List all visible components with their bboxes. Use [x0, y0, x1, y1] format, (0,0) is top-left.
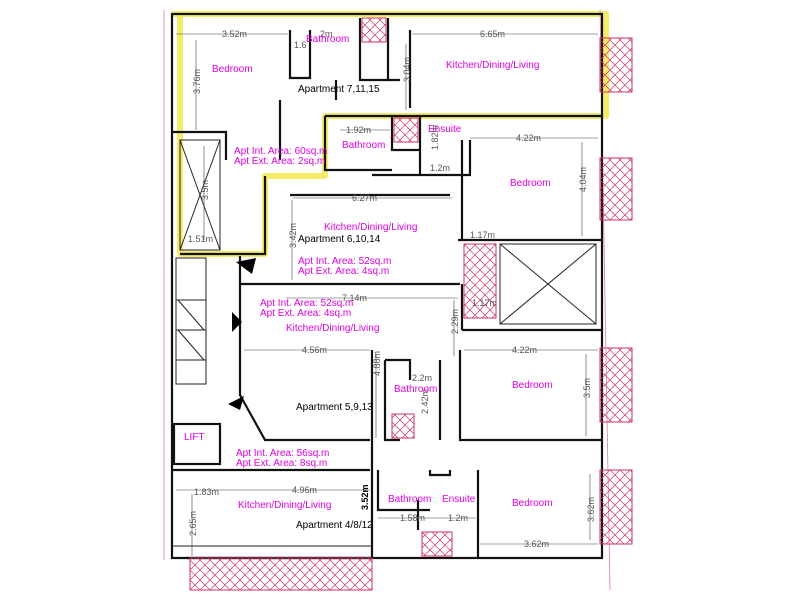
dim-label: 2m	[320, 29, 333, 39]
dim-label: 1.51m	[188, 234, 213, 244]
entrance-markers	[228, 258, 256, 410]
balcony-3	[599, 347, 633, 423]
walls	[170, 12, 604, 560]
dim-label: 1.83m	[194, 487, 219, 497]
apartment-name: Apartment 7,11,15	[298, 84, 380, 95]
room-label-kitchen: Kitchen/Dining/Living	[238, 500, 331, 511]
dim-label: 4.04m	[578, 167, 588, 192]
room-label-bathroom: Bathroom	[394, 384, 437, 395]
dim-label: 3.04m	[402, 57, 412, 82]
room-label-bedroom: Bedroom	[512, 380, 553, 391]
dim-label: 2.42m	[420, 389, 430, 414]
void-shafts	[179, 139, 597, 325]
dim-label: 1.2m	[430, 163, 450, 173]
apt-ext-area: Apt Ext. Area: 4sq.m	[260, 308, 351, 319]
dim-label: 3.52m	[222, 29, 247, 39]
dim-label: 1.2m	[448, 513, 468, 523]
dim-label: 7.14m	[342, 293, 367, 303]
dim-label: 6.65m	[480, 29, 505, 39]
area-labels: Apt Int. Area: 60sq.m Apt Ext. Area: 2sq…	[234, 146, 391, 469]
dimension-labels: 3.52m 1.6 2m 6.65m 3.76m 3.04m 1.92m 4.2…	[188, 29, 596, 549]
apartment-name: Apartment 4/8/12	[296, 520, 373, 531]
entry-marker-2	[232, 312, 242, 332]
apt-int-area: Apt Int. Area: 52sq.m	[260, 298, 353, 309]
room-label-bedroom: Bedroom	[510, 178, 551, 189]
bath-shaft-third	[391, 413, 415, 439]
bath-shaft-second	[393, 117, 419, 143]
dim-label: 4.56m	[302, 345, 327, 355]
apt-int-area: Apt Int. Area: 60sq.m	[234, 146, 327, 157]
dim-label: 3.5m	[582, 378, 592, 398]
dim-label: 3.52m	[360, 484, 370, 510]
dim-label: 3.42m	[288, 223, 298, 248]
dim-label: 3.5m	[200, 180, 210, 200]
room-label-bathroom: Bathroom	[388, 494, 431, 505]
room-label-lift: LIFT	[184, 432, 205, 443]
entry-marker-1	[236, 258, 256, 274]
room-label-bathroom: Bathroom	[306, 34, 349, 45]
bath-shaft-bottom	[421, 531, 453, 557]
dim-label: 6.27m	[352, 193, 377, 203]
dim-label: 1.17m	[470, 230, 495, 240]
apt-int-area: Apt Int. Area: 52sq.m	[298, 256, 391, 267]
dim-label: 3.76m	[192, 69, 202, 94]
room-label-kitchen: Kitchen/Dining/Living	[286, 323, 379, 334]
balcony-4	[599, 469, 633, 545]
room-label-ensuite: Ensuite	[428, 124, 462, 135]
dim-label: 3.62m	[586, 497, 596, 522]
balcony-2	[599, 157, 633, 221]
room-label-ensuite: Ensuite	[442, 494, 476, 505]
dim-label: 2.65m	[188, 511, 198, 536]
room-label-bathroom: Bathroom	[342, 140, 385, 151]
dim-label: 1.58m	[400, 513, 425, 523]
entry-marker-3	[228, 396, 244, 410]
dim-label: 4.22m	[516, 133, 541, 143]
lightwell-left	[463, 243, 497, 319]
dim-label: 4.88m	[372, 351, 382, 376]
dim-label: 2.29m	[450, 309, 460, 334]
dim-label: 3.62m	[524, 539, 549, 549]
dimension-lines	[176, 33, 598, 556]
apt-int-area: Apt Int. Area: 56sq.m	[236, 448, 329, 459]
balconies	[189, 17, 633, 591]
room-labels: Bedroom Bathroom Kitchen/Dining/Living E…	[184, 34, 553, 511]
apt-ext-area: Apt Ext. Area: 8sq.m	[236, 458, 327, 469]
dim-label: 4.96m	[292, 485, 317, 495]
dim-label: 1.17m	[472, 298, 497, 308]
dim-label: 2.2m	[412, 373, 432, 383]
apartment-name: Apartment 5,9,13	[296, 402, 373, 413]
bath-shaft-top	[361, 17, 387, 43]
room-label-bedroom: Bedroom	[512, 498, 553, 509]
apt-ext-area: Apt Ext. Area: 4sq.m	[298, 266, 389, 277]
dim-label: 1.92m	[346, 125, 371, 135]
room-label-kitchen: Kitchen/Dining/Living	[446, 60, 539, 71]
apt-ext-area: Apt Ext. Area: 2sq.m	[234, 156, 325, 167]
room-label-kitchen: Kitchen/Dining/Living	[324, 222, 417, 233]
dim-label: 4.22m	[512, 345, 537, 355]
dim-label: 1.82m	[430, 125, 440, 150]
dim-label: 1.6	[294, 40, 307, 50]
balcony-1	[599, 37, 633, 93]
balcony-bottom	[189, 557, 373, 591]
room-label-bedroom: Bedroom	[212, 64, 253, 75]
apartment-names: Apartment 7,11,15 Apartment 6,10,14 Apar…	[296, 84, 381, 531]
apartment-name: Apartment 6,10,14	[298, 234, 381, 245]
